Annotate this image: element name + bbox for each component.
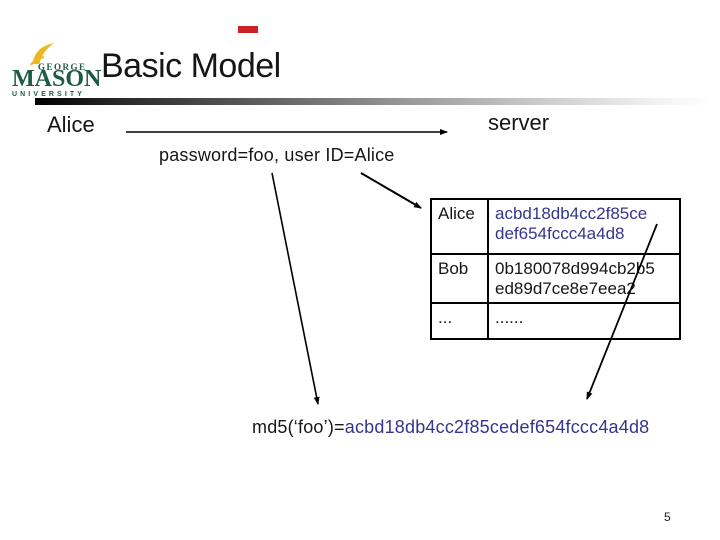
hash-line: 0b180078d994cb2b5 <box>495 259 655 278</box>
logo-text-george: GEORGE <box>38 62 87 72</box>
table-cell-hash: ...... <box>487 302 681 340</box>
gmu-leaf-icon <box>30 42 56 71</box>
table-row: Bob 0b180078d994cb2b5 ed89d7ce8e7eea2 <box>430 253 681 304</box>
table-row: ... ...... <box>430 302 681 340</box>
hash-line: ...... <box>495 308 524 327</box>
password-to-md5-line <box>271 172 320 405</box>
table-cell-hash: acbd18db4cc2f85ce def654fccc4a4d8 <box>487 198 681 255</box>
red-dash-decoration <box>238 26 258 33</box>
table-cell-user: Alice <box>430 198 489 255</box>
hash-line: def654fccc4a4d8 <box>495 224 625 244</box>
sender-label: Alice <box>47 112 95 137</box>
hash-line: acbd18db4cc2f85ce <box>495 204 648 223</box>
page-title: Basic Model <box>101 47 281 85</box>
logo-text-mason: MASON <box>12 66 102 92</box>
gmu-logo: GEORGE MASON UNIVERSITY <box>8 42 104 100</box>
table-cell-hash: 0b180078d994cb2b5 ed89d7ce8e7eea2 <box>487 253 681 304</box>
message-to-table-arrow <box>360 172 422 209</box>
hash-line: ed89d7ce8e7eea2 <box>495 279 636 299</box>
title-divider-bar <box>35 98 712 105</box>
md5-equation: md5(‘foo’)=acbd18db4cc2f85cedef654fccc4a… <box>252 417 649 438</box>
table-row: Alice acbd18db4cc2f85ce def654fccc4a4d8 <box>430 198 681 255</box>
message-text: password=foo, user ID=Alice <box>159 145 395 165</box>
password-hash-table: Alice acbd18db4cc2f85ce def654fccc4a4d8 … <box>430 198 681 340</box>
receiver-label: server <box>488 110 550 135</box>
page-number: 5 <box>664 510 671 524</box>
table-cell-user: Bob <box>430 253 489 304</box>
logo-text-university: UNIVERSITY <box>12 91 86 98</box>
table-cell-user: ... <box>430 302 489 340</box>
md5-equation-label: md5(‘foo’)= <box>252 417 345 437</box>
md5-equation-hash: acbd18db4cc2f85cedef654fccc4a4d8 <box>344 417 650 437</box>
